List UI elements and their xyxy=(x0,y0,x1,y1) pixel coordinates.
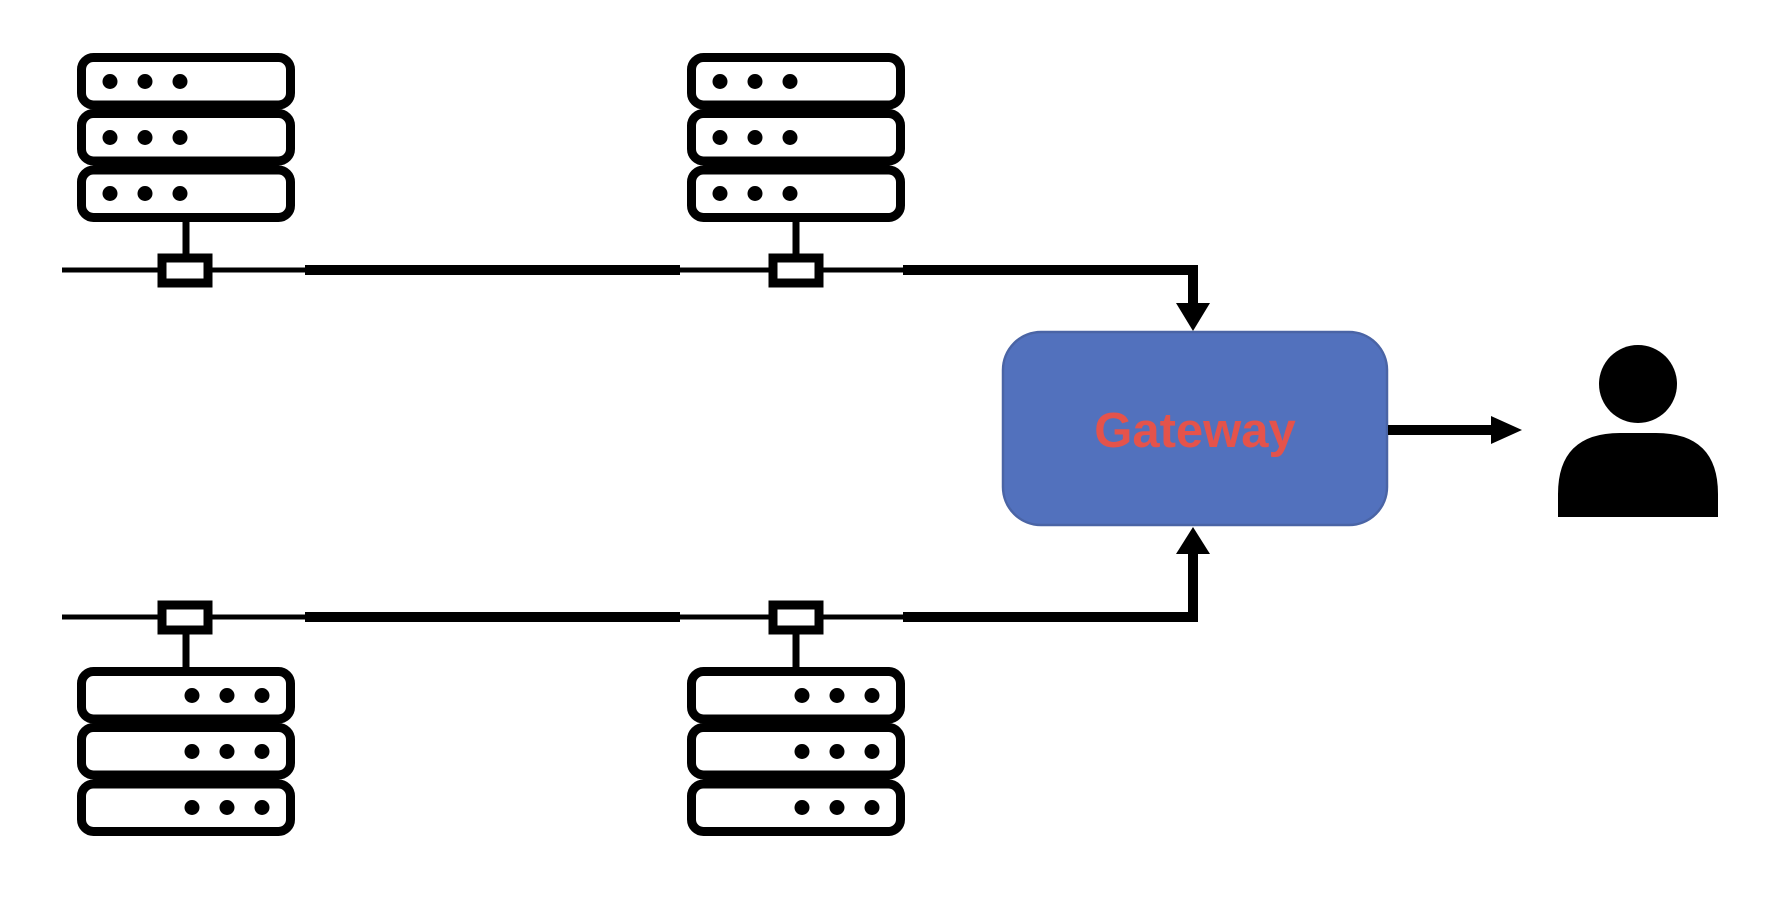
arrow-gateway-to-user xyxy=(1388,416,1522,444)
arrowhead-up-icon xyxy=(1176,527,1210,554)
user-icon xyxy=(1558,345,1718,517)
bus-top xyxy=(62,265,1210,331)
network-tap-icon xyxy=(768,253,824,288)
gateway-node: Gateway xyxy=(1001,330,1389,527)
bus-bottom-to-gateway xyxy=(903,551,1198,622)
server-stack-icon-bottom-right xyxy=(692,672,901,832)
bus-bottom xyxy=(62,527,1210,622)
gateway-label: Gateway xyxy=(1094,404,1296,458)
arrowhead-down-icon xyxy=(1176,303,1210,331)
network-tap-icon xyxy=(157,253,213,288)
server-stack-icon-bottom-left xyxy=(82,672,291,832)
bus-top-to-gateway xyxy=(903,265,1198,306)
network-tap-icon xyxy=(157,600,213,635)
network-tap-icon xyxy=(768,600,824,635)
arrowhead-right-icon xyxy=(1491,416,1522,444)
server-stack-icon-top-left xyxy=(82,58,291,218)
server-stack-icon-top-right xyxy=(692,58,901,218)
gateway-box xyxy=(1001,330,1389,527)
user-head xyxy=(1599,345,1677,423)
user-body xyxy=(1558,433,1718,517)
